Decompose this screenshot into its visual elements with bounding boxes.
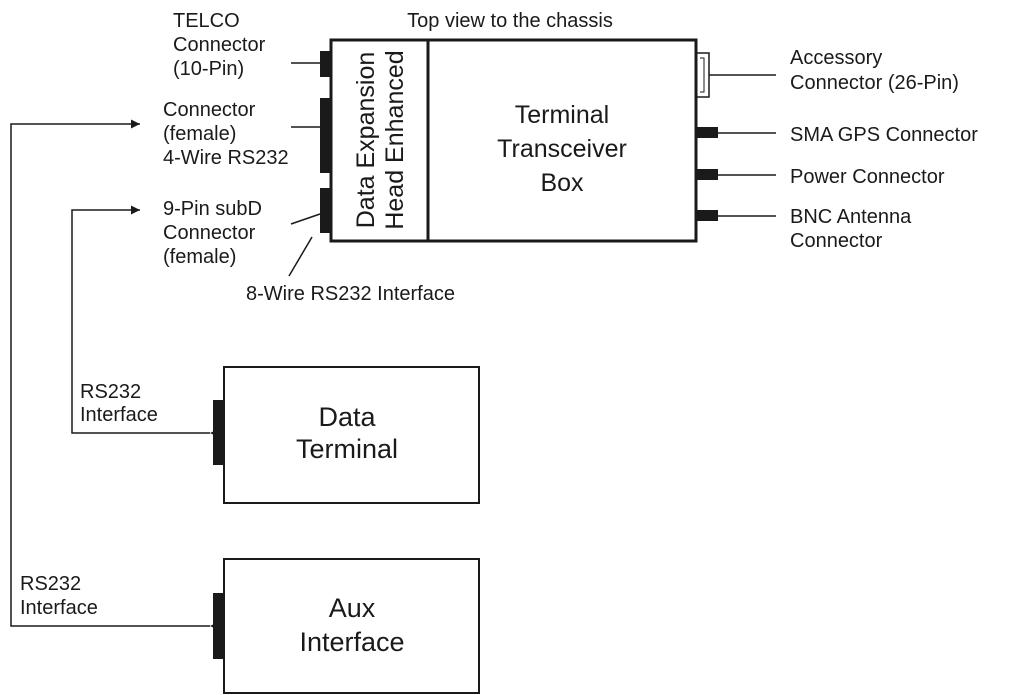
left-connectors — [288, 51, 331, 277]
transceiver-label-2: Transceiver — [497, 135, 627, 163]
aux-interface-link — [10, 119, 219, 631]
data-terminal-label-1: Data — [318, 402, 376, 432]
svg-text:Connector: Connector — [173, 34, 266, 56]
four-wire-label: Connector (female) 4-Wire RS232 — [163, 99, 289, 169]
svg-text:9-Pin subD: 9-Pin subD — [163, 198, 262, 220]
telco-label: TELCO Connector (10-Pin) — [173, 10, 266, 80]
svg-text:Connector (26-Pin): Connector (26-Pin) — [790, 72, 959, 94]
svg-text:BNC Antenna: BNC Antenna — [790, 206, 912, 228]
svg-text:Connector: Connector — [163, 222, 256, 244]
svg-text:(female): (female) — [163, 123, 236, 145]
aux-interface-label-1: Aux — [329, 593, 376, 623]
chassis: Data Expansion Head Enhanced Terminal Tr… — [329, 38, 698, 243]
aux-interface-box — [223, 558, 480, 694]
data-terminal-box — [223, 366, 480, 504]
aux-interface: Aux Interface — [213, 558, 480, 694]
terminal-transceiver-box — [426, 38, 698, 243]
bnc-label: BNC Antenna Connector — [790, 206, 912, 252]
bnc-antenna-connector — [696, 210, 718, 221]
sma-gps-connector — [696, 127, 718, 138]
eight-wire-label: 8-Wire RS232 Interface — [246, 283, 455, 305]
svg-text:(10-Pin): (10-Pin) — [173, 58, 244, 80]
data-terminal-port — [213, 400, 224, 465]
aux-interface-label-2: Interface — [299, 627, 404, 657]
telco-connector — [320, 51, 331, 77]
accessory-connector — [696, 52, 710, 98]
four-wire-connector — [320, 98, 331, 173]
diagram-title: Top view to the chassis — [407, 10, 613, 32]
power-connector — [696, 169, 718, 180]
svg-text:(female): (female) — [163, 246, 236, 268]
gps-label: SMA GPS Connector — [790, 124, 978, 146]
data-terminal-label-2: Terminal — [296, 434, 398, 464]
expansion-head-label-1: Data Expansion — [352, 52, 380, 229]
data-expansion-head — [329, 38, 430, 243]
svg-text:Interface: Interface — [80, 404, 158, 426]
connections — [10, 119, 219, 631]
svg-text:Accessory: Accessory — [790, 47, 882, 69]
transceiver-label-3: Box — [540, 169, 584, 197]
svg-text:RS232: RS232 — [80, 381, 141, 403]
svg-text:Interface: Interface — [20, 597, 98, 619]
aux-interface-port — [213, 593, 224, 659]
transceiver-label-1: Terminal — [515, 101, 609, 129]
ninepin-label: 9-Pin subD Connector (female) — [163, 198, 262, 268]
aux-interface-link-label: RS232 Interface — [20, 573, 98, 619]
data-terminal-link-label: RS232 Interface — [80, 381, 158, 426]
svg-text:RS232: RS232 — [20, 573, 81, 595]
svg-text:4-Wire RS232: 4-Wire RS232 — [163, 147, 289, 169]
data-terminal: Data Terminal — [213, 366, 480, 504]
accessory-label: Accessory Connector (26-Pin) — [790, 47, 959, 94]
expansion-head-label-2: Head Enhanced — [381, 50, 409, 229]
ninepin-connector — [320, 188, 331, 233]
power-label: Power Connector — [790, 166, 945, 188]
svg-text:TELCO: TELCO — [173, 10, 240, 32]
svg-text:Connector: Connector — [790, 230, 883, 252]
right-connectors — [696, 52, 776, 221]
svg-text:Connector: Connector — [163, 99, 256, 121]
